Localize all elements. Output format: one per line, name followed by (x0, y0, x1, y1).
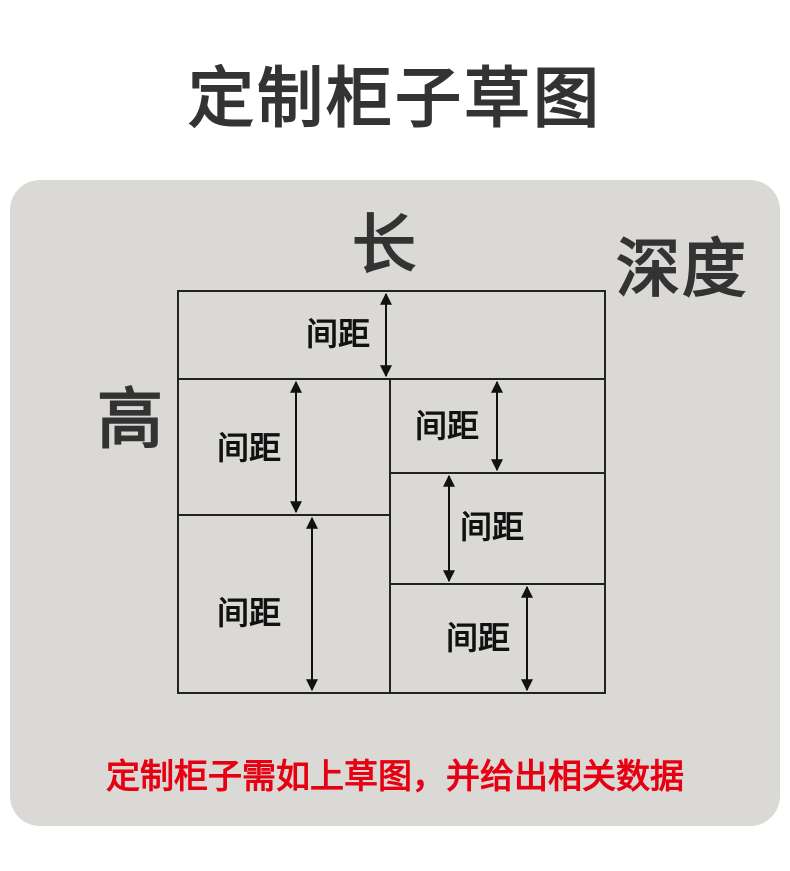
cabinet-frame (177, 290, 606, 694)
spacing-label-right-middle: 间距 (460, 508, 525, 546)
spacing-label-left-lower: 间距 (217, 594, 282, 632)
spacing-label-left-upper: 间距 (217, 429, 282, 467)
page-title: 定制柜子草图 (188, 60, 602, 137)
spacing-label-right-top: 间距 (415, 407, 480, 445)
length-label: 长 (352, 209, 416, 283)
spacing-label-top: 间距 (306, 315, 371, 353)
depth-label: 深度 (616, 233, 748, 307)
cabinet-outline (177, 290, 606, 694)
height-label: 高 (97, 381, 163, 458)
instruction-note: 定制柜子需如上草图，并给出相关数据 (106, 757, 684, 797)
sketch-panel (10, 180, 780, 826)
spacing-arrows (290, 292, 533, 692)
spacing-label-right-bottom: 间距 (446, 619, 511, 657)
